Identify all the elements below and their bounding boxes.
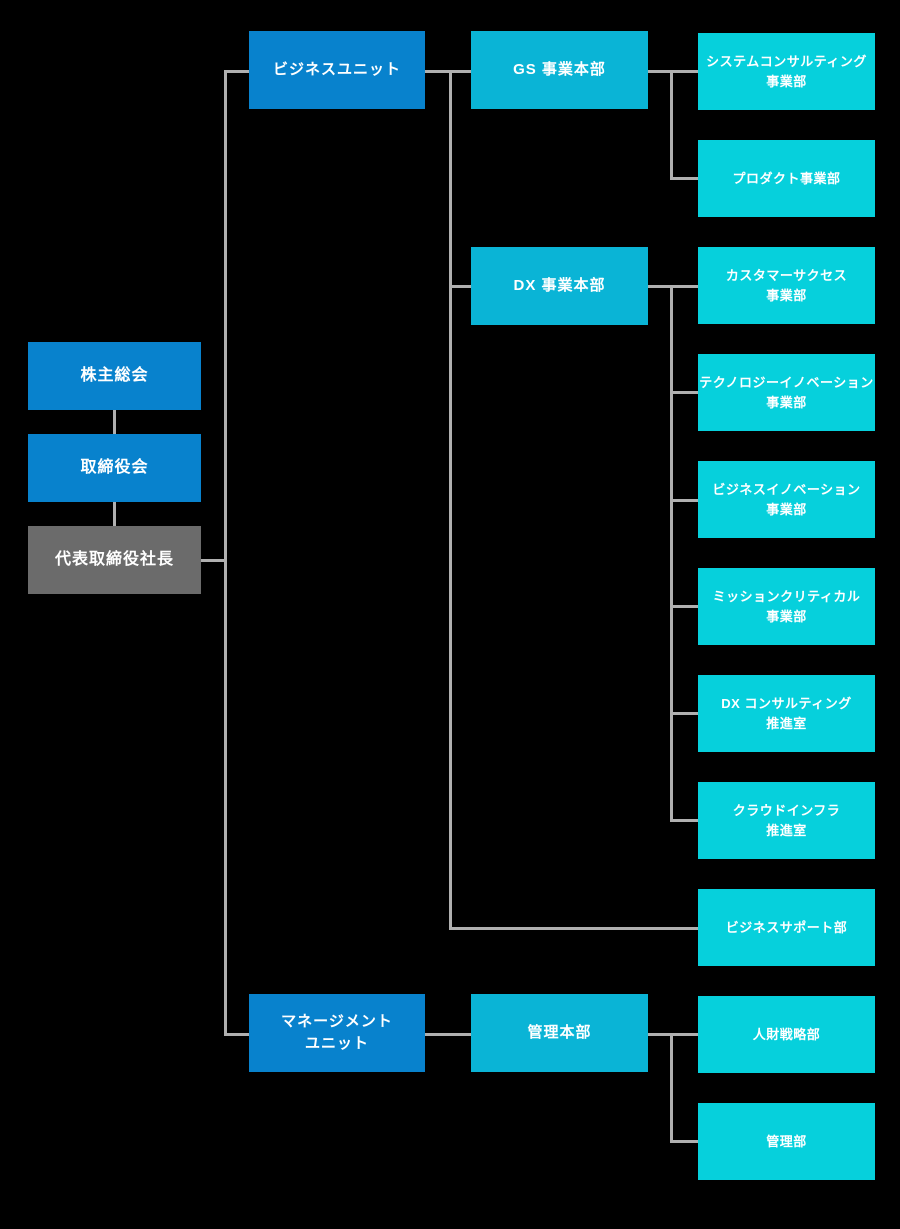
connector-line [670, 391, 698, 394]
node-gs-division: GS 事業本部 [471, 31, 648, 109]
node-president: 代表取締役社長 [28, 526, 201, 594]
connector-line [648, 1033, 698, 1036]
connector-trunk [670, 285, 673, 822]
connector-line [670, 177, 698, 180]
node-dept-business-innovation: ビジネスイノベーション 事業部 [698, 461, 875, 538]
node-business-unit: ビジネスユニット [249, 31, 425, 109]
connector-line [226, 1033, 249, 1036]
connector-line [113, 502, 116, 526]
connector-line [670, 499, 698, 502]
connector-line [648, 285, 698, 288]
connector-line [449, 927, 698, 930]
connector-trunk [670, 70, 673, 180]
node-dept-dx-consulting: DX コンサルティング 推進室 [698, 675, 875, 752]
connector-line [201, 559, 227, 562]
node-dept-system-consulting: システムコンサルティング 事業部 [698, 33, 875, 110]
connector-trunk [224, 70, 227, 1036]
connector-trunk [670, 1033, 673, 1143]
connector-line [425, 1033, 471, 1036]
node-dept-customer-success: カスタマーサクセス 事業部 [698, 247, 875, 324]
node-board-of-directors: 取締役会 [28, 434, 201, 502]
node-management-unit: マネージメント ユニット [249, 994, 425, 1072]
connector-line [113, 410, 116, 434]
node-admin-division: 管理本部 [471, 994, 648, 1072]
node-dept-cloud-infra: クラウドインフラ 推進室 [698, 782, 875, 859]
connector-line [670, 605, 698, 608]
node-dx-division: DX 事業本部 [471, 247, 648, 325]
connector-line [449, 285, 471, 288]
connector-line [670, 1140, 698, 1143]
connector-line [670, 712, 698, 715]
node-dept-technology-innovation: テクノロジーイノベーション 事業部 [698, 354, 875, 431]
node-dept-administration: 管理部 [698, 1103, 875, 1180]
node-dept-product: プロダクト事業部 [698, 140, 875, 217]
connector-trunk [449, 70, 452, 930]
connector-line [425, 70, 471, 73]
connector-line [670, 819, 698, 822]
node-shareholders-meeting: 株主総会 [28, 342, 201, 410]
node-dept-mission-critical: ミッションクリティカル 事業部 [698, 568, 875, 645]
node-dept-hr-strategy: 人財戦略部 [698, 996, 875, 1073]
connector-line [648, 70, 698, 73]
connector-line [226, 70, 249, 73]
node-dept-business-support: ビジネスサポート部 [698, 889, 875, 966]
